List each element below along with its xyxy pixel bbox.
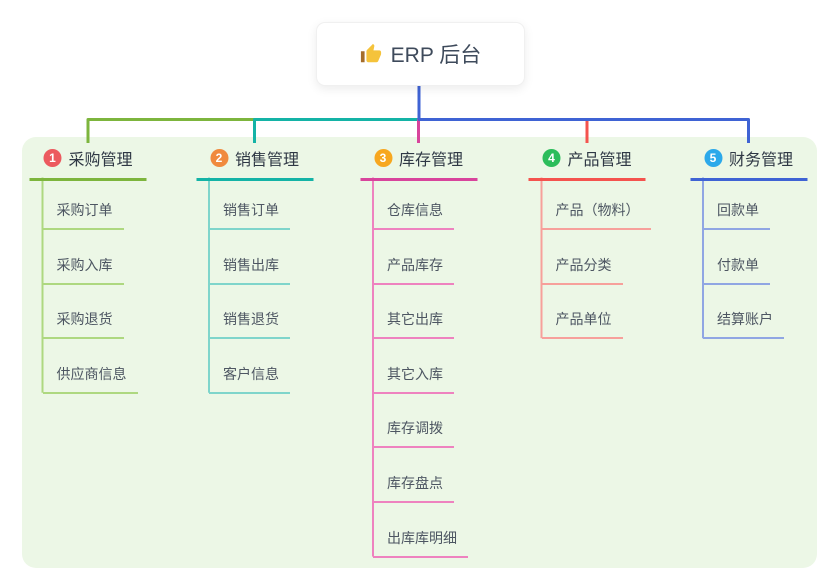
branch-node-3[interactable]: 3 库存管理 xyxy=(359,146,478,181)
child-node[interactable]: 销售出库 xyxy=(209,256,290,285)
child-node[interactable]: 采购入库 xyxy=(42,256,124,285)
branch-4-connector xyxy=(417,84,589,143)
branch-badge-number: 5 xyxy=(703,149,722,167)
branch-badge-number: 3 xyxy=(373,149,392,167)
branch-label: 库存管理 xyxy=(398,152,464,169)
thumbs-up-icon xyxy=(360,43,381,63)
branches-panel xyxy=(22,137,817,568)
child-node[interactable]: 产品库存 xyxy=(373,256,454,285)
branch-node-5[interactable]: 5 财务管理 xyxy=(689,146,808,181)
branch-label: 采购管理 xyxy=(68,152,133,169)
child-node[interactable]: 付款单 xyxy=(703,256,770,285)
child-node[interactable]: 采购退货 xyxy=(42,310,124,340)
branch-label: 销售管理 xyxy=(234,152,300,169)
root-node-erp[interactable]: ERP 后台 xyxy=(316,22,525,86)
branch-node-2[interactable]: 2 销售管理 xyxy=(195,146,314,181)
child-node[interactable]: 其它出库 xyxy=(373,310,454,340)
branch-2-connector xyxy=(253,84,421,143)
child-node[interactable]: 产品（物料） xyxy=(541,201,651,230)
branch-label: 财务管理 xyxy=(728,152,794,169)
child-node[interactable]: 结算账户 xyxy=(703,310,784,340)
child-node[interactable]: 其它入库 xyxy=(373,365,454,394)
child-node[interactable]: 销售退货 xyxy=(209,310,290,340)
child-node[interactable]: 库存调拨 xyxy=(373,419,454,449)
child-node[interactable]: 采购订单 xyxy=(42,201,124,230)
branch-label: 产品管理 xyxy=(567,152,632,169)
child-node[interactable]: 出库库明细 xyxy=(373,529,468,558)
child-node[interactable]: 产品分类 xyxy=(541,256,623,285)
branch-node-4[interactable]: 4 产品管理 xyxy=(528,146,646,181)
branch-5-connector xyxy=(417,84,750,143)
branch-badge-number: 4 xyxy=(542,149,561,167)
child-node[interactable]: 客户信息 xyxy=(209,365,290,394)
branch-badge-number: 2 xyxy=(209,149,228,167)
child-node[interactable]: 销售订单 xyxy=(209,201,290,230)
child-node[interactable]: 库存盘点 xyxy=(373,474,454,503)
child-node[interactable]: 产品单位 xyxy=(541,310,623,340)
child-node[interactable]: 仓库信息 xyxy=(373,201,454,230)
child-node[interactable]: 回款单 xyxy=(703,201,770,230)
branch-badge-number: 1 xyxy=(43,149,62,167)
child-node[interactable]: 供应商信息 xyxy=(42,365,138,394)
branch-node-1[interactable]: 1 采购管理 xyxy=(29,146,147,181)
root-node-label: ERP 后台 xyxy=(390,44,482,67)
